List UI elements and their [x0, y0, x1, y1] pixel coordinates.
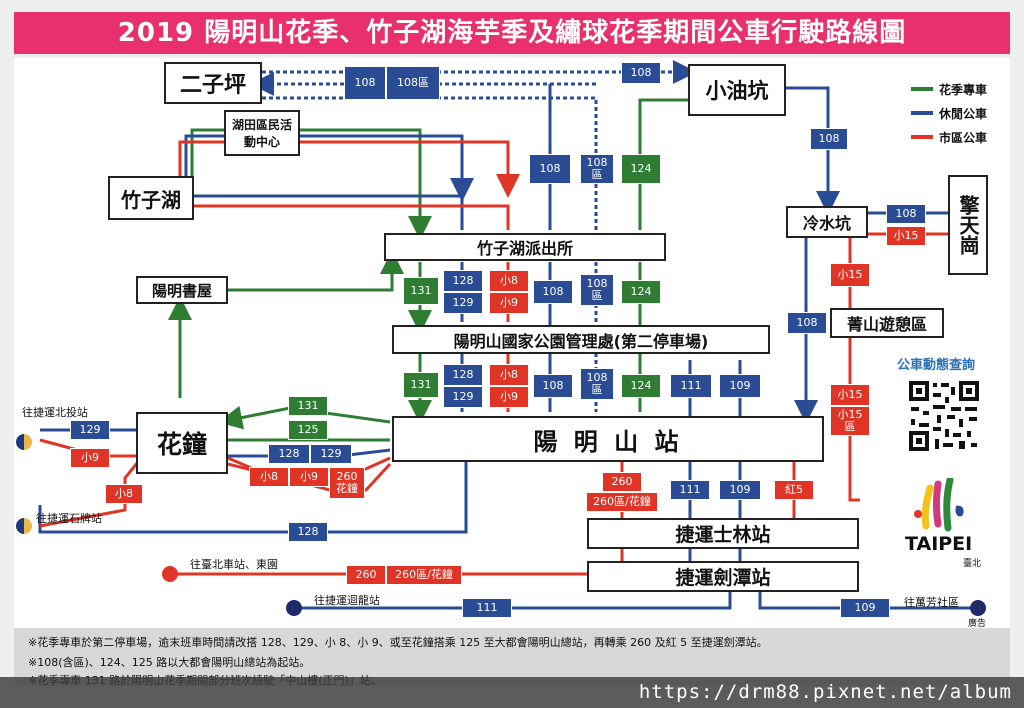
- badge-260-huazhong[interactable]: 260 花鐘: [329, 467, 365, 499]
- badge-x8[interactable]: 小8: [105, 484, 143, 504]
- legend-leisure: 休閒公車: [911, 104, 987, 122]
- badge-109[interactable]: 109: [719, 374, 761, 398]
- legend-city: 市區公車: [911, 128, 987, 146]
- taipei-main-endpoint-icon: [162, 566, 178, 582]
- badge-108[interactable]: 108: [533, 374, 573, 398]
- dest-jiulong: 往捷運迴龍站: [314, 594, 380, 607]
- badge-109[interactable]: 109: [840, 598, 890, 618]
- badge-108[interactable]: 108: [621, 62, 661, 84]
- badge-109[interactable]: 109: [719, 480, 761, 500]
- beitou-endpoint-icon: [16, 434, 32, 450]
- legend-city-label: 市區公車: [939, 130, 988, 145]
- dest-shipai: 往捷運石牌站: [36, 512, 102, 525]
- shipai-endpoint-icon: [16, 518, 32, 534]
- badge-111[interactable]: 111: [670, 480, 710, 500]
- stop-shuwu[interactable]: 陽明書屋: [136, 276, 228, 304]
- badge-108[interactable]: 108: [810, 128, 848, 150]
- badge-124[interactable]: 124: [621, 154, 661, 184]
- badge-x9[interactable]: 小9: [70, 448, 110, 468]
- badge-128[interactable]: 128: [268, 444, 310, 464]
- badge-x9[interactable]: 小9: [489, 292, 529, 314]
- red-line-icon: [911, 135, 933, 139]
- badge-131[interactable]: 131: [403, 372, 439, 398]
- badge-111[interactable]: 111: [462, 598, 512, 618]
- green-line-icon: [911, 87, 933, 91]
- badge-125[interactable]: 125: [288, 420, 328, 440]
- badge-x15[interactable]: 小15: [830, 384, 870, 406]
- badge-129[interactable]: 129: [70, 420, 110, 440]
- badge-124[interactable]: 124: [621, 374, 661, 398]
- badge-260[interactable]: 260: [602, 472, 642, 492]
- badge-108q[interactable]: 108 區: [580, 274, 614, 306]
- dest-beitou: 往捷運北投站: [22, 406, 88, 419]
- badge-129[interactable]: 129: [443, 292, 483, 314]
- jiulong-endpoint-icon: [286, 600, 302, 616]
- badge-x9[interactable]: 小9: [489, 386, 529, 408]
- badge-129[interactable]: 129: [443, 386, 483, 408]
- badge-124[interactable]: 124: [621, 280, 661, 304]
- legend-flower: 花季專車: [911, 80, 987, 98]
- badge-108[interactable]: 108: [787, 312, 827, 334]
- legend: 花季專車 休閒公車 市區公車: [905, 72, 1003, 154]
- badge-128[interactable]: 128: [288, 522, 328, 542]
- badge-108q[interactable]: 108區: [386, 66, 440, 100]
- qr-label: 公車動態查詢: [897, 358, 976, 373]
- stop-qingtianguang-label: 擎天崗: [956, 195, 980, 255]
- badge-128[interactable]: 128: [443, 270, 483, 292]
- badge-260q[interactable]: 260區/花鐘: [386, 565, 462, 585]
- stop-xiaoyoukeng[interactable]: 小油坑: [688, 64, 786, 116]
- badge-128[interactable]: 128: [443, 364, 483, 386]
- badge-108[interactable]: 108: [886, 204, 926, 224]
- stop-qingshan[interactable]: 菁山遊憩區: [830, 308, 944, 338]
- stop-shilin[interactable]: 捷運士林站: [587, 518, 859, 549]
- stop-huazhong[interactable]: 花鐘: [136, 412, 228, 474]
- legend-leisure-label: 休閒公車: [939, 106, 988, 121]
- badge-x8[interactable]: 小8: [489, 364, 529, 386]
- taipei-logo-icon: [914, 478, 964, 532]
- note-1: ※花季專車於第二停車場，逾末班車時間請改搭 128、129、小 8、小 9、或至…: [28, 636, 768, 649]
- badge-x15[interactable]: 小15: [830, 263, 870, 287]
- badge-x8[interactable]: 小8: [489, 270, 529, 292]
- stop-lengshuikeng[interactable]: 冷水坑: [786, 206, 868, 238]
- qr-code-icon[interactable]: [907, 379, 981, 453]
- wanfang-endpoint-icon: [970, 600, 986, 616]
- map-title: 2019 陽明山花季、竹子湖海芋季及繡球花季期間公車行駛路線圖: [14, 12, 1010, 54]
- badge-131[interactable]: 131: [403, 277, 439, 305]
- badge-x9[interactable]: 小9: [289, 467, 329, 487]
- stop-yangmingshan[interactable]: 陽 明 山 站: [392, 416, 824, 462]
- badge-260q-huazhong[interactable]: 260區/花鐘: [586, 492, 658, 512]
- badge-108q[interactable]: 108 區: [580, 154, 614, 184]
- badge-x8[interactable]: 小8: [249, 467, 289, 487]
- legend-flower-label: 花季專車: [939, 82, 988, 97]
- badge-x15q[interactable]: 小15 區: [830, 406, 870, 436]
- watermark-url: https://drm88.pixnet.net/album: [638, 681, 1012, 703]
- badge-111[interactable]: 111: [670, 374, 712, 398]
- badge-260[interactable]: 260: [346, 565, 386, 585]
- ad-label: 廣告: [968, 619, 987, 629]
- taipei-brand: TAIPEI: [905, 533, 973, 555]
- stop-erziping[interactable]: 二子坪: [164, 62, 262, 104]
- stop-paichusuo[interactable]: 竹子湖派出所: [384, 233, 666, 261]
- badge-108[interactable]: 108: [344, 66, 386, 100]
- badge-x15[interactable]: 小15: [886, 226, 926, 246]
- watermark-bar: [0, 677, 1024, 708]
- stop-hutian[interactable]: 湖田區民活動中心: [224, 110, 300, 156]
- taipei-sub: 臺北: [963, 559, 982, 569]
- stop-zhuzihu[interactable]: 竹子湖: [108, 176, 194, 220]
- badge-108[interactable]: 108: [533, 280, 573, 304]
- badge-131[interactable]: 131: [288, 396, 328, 416]
- dest-wanfang: 往萬芳社區: [904, 596, 959, 609]
- blue-line-icon: [911, 111, 933, 115]
- note-2: ※108(含區)、124、125 路以大都會陽明山總站為起站。: [28, 656, 311, 669]
- badge-108q[interactable]: 108 區: [580, 368, 614, 400]
- stop-guanlichu[interactable]: 陽明山國家公園管理處(第二停車場): [392, 325, 770, 354]
- dest-taipei-main: 往臺北車站、東園: [190, 558, 278, 571]
- badge-129[interactable]: 129: [310, 444, 352, 464]
- badge-red5[interactable]: 紅5: [774, 480, 814, 500]
- stop-qingtianguang[interactable]: 擎天崗: [948, 175, 988, 275]
- badge-108[interactable]: 108: [529, 154, 571, 184]
- stop-jiantan[interactable]: 捷運劍潭站: [587, 561, 859, 592]
